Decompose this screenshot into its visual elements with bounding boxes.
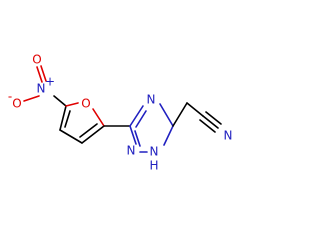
bond-nitro-n-furan-c5 [53, 95, 67, 107]
atom-nitro-o-minus-charge: - [8, 90, 12, 104]
atom-nitrile-n: N [224, 129, 233, 143]
atom-nitro-o-minus: O [12, 97, 21, 111]
bond-nitrile-3 [205, 111, 222, 125]
bond-furan-c3-c2-double [79, 123, 98, 138]
structure-svg: N + O - O O N N N H N [8, 53, 233, 173]
bond-furan-c3-c2 [81, 125, 105, 144]
molecule-diagram: N + O - O O N N N H N [7, 52, 233, 173]
bond-ch2-cn [186, 102, 204, 117]
atom-triazole-n-bottom: N [127, 144, 136, 158]
atom-nitro-n-charge: + [45, 75, 55, 89]
atom-nitro-o-top: O [32, 53, 41, 67]
bond-furan-c5-c4-double [64, 110, 71, 128]
bond-triazole-c3-n4-double [135, 110, 147, 128]
bond-triazole-c3-n4 [129, 105, 144, 127]
bond-nitrile-2 [199, 119, 216, 133]
bond-furan-c4-c3 [59, 129, 83, 144]
atom-triazole-nh-n: N [150, 145, 159, 159]
bond-nitro-n-o-minus [23, 95, 40, 102]
bond-nitro-n-o-top-double [40, 65, 47, 82]
bond-furan-c2-o [92, 108, 105, 127]
atom-triazole-nh-h: H [149, 159, 158, 173]
bond-nitrile-1 [202, 115, 219, 129]
bond-triazole-c3-n2 [129, 125, 137, 145]
bond-nitro-n-o-top [36, 66, 43, 83]
bond-triazole-c5-n1 [163, 125, 174, 146]
bond-triazole-c3-n2-double [134, 130, 141, 147]
bond-furan-o-c5 [65, 102, 79, 107]
atom-nitro-n: N [37, 82, 46, 96]
bond-triazole-n4-c5 [159, 103, 174, 127]
bond-furan-c5-c4 [59, 105, 67, 131]
bond-c5-ch2 [172, 102, 188, 127]
atom-triazole-n-top: N [147, 93, 156, 107]
atom-furan-o: O [81, 97, 90, 111]
